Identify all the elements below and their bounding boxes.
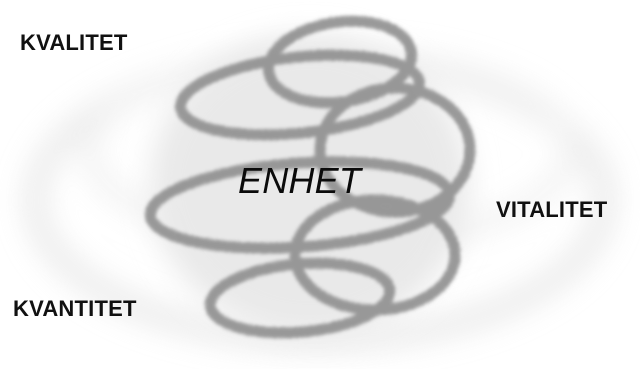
- label-vitalitet: VITALITET: [496, 197, 607, 223]
- label-enhet: ENHET: [238, 160, 361, 202]
- label-kvantitet: KVANTITET: [13, 296, 137, 322]
- label-kvalitet: KVALITET: [20, 30, 128, 56]
